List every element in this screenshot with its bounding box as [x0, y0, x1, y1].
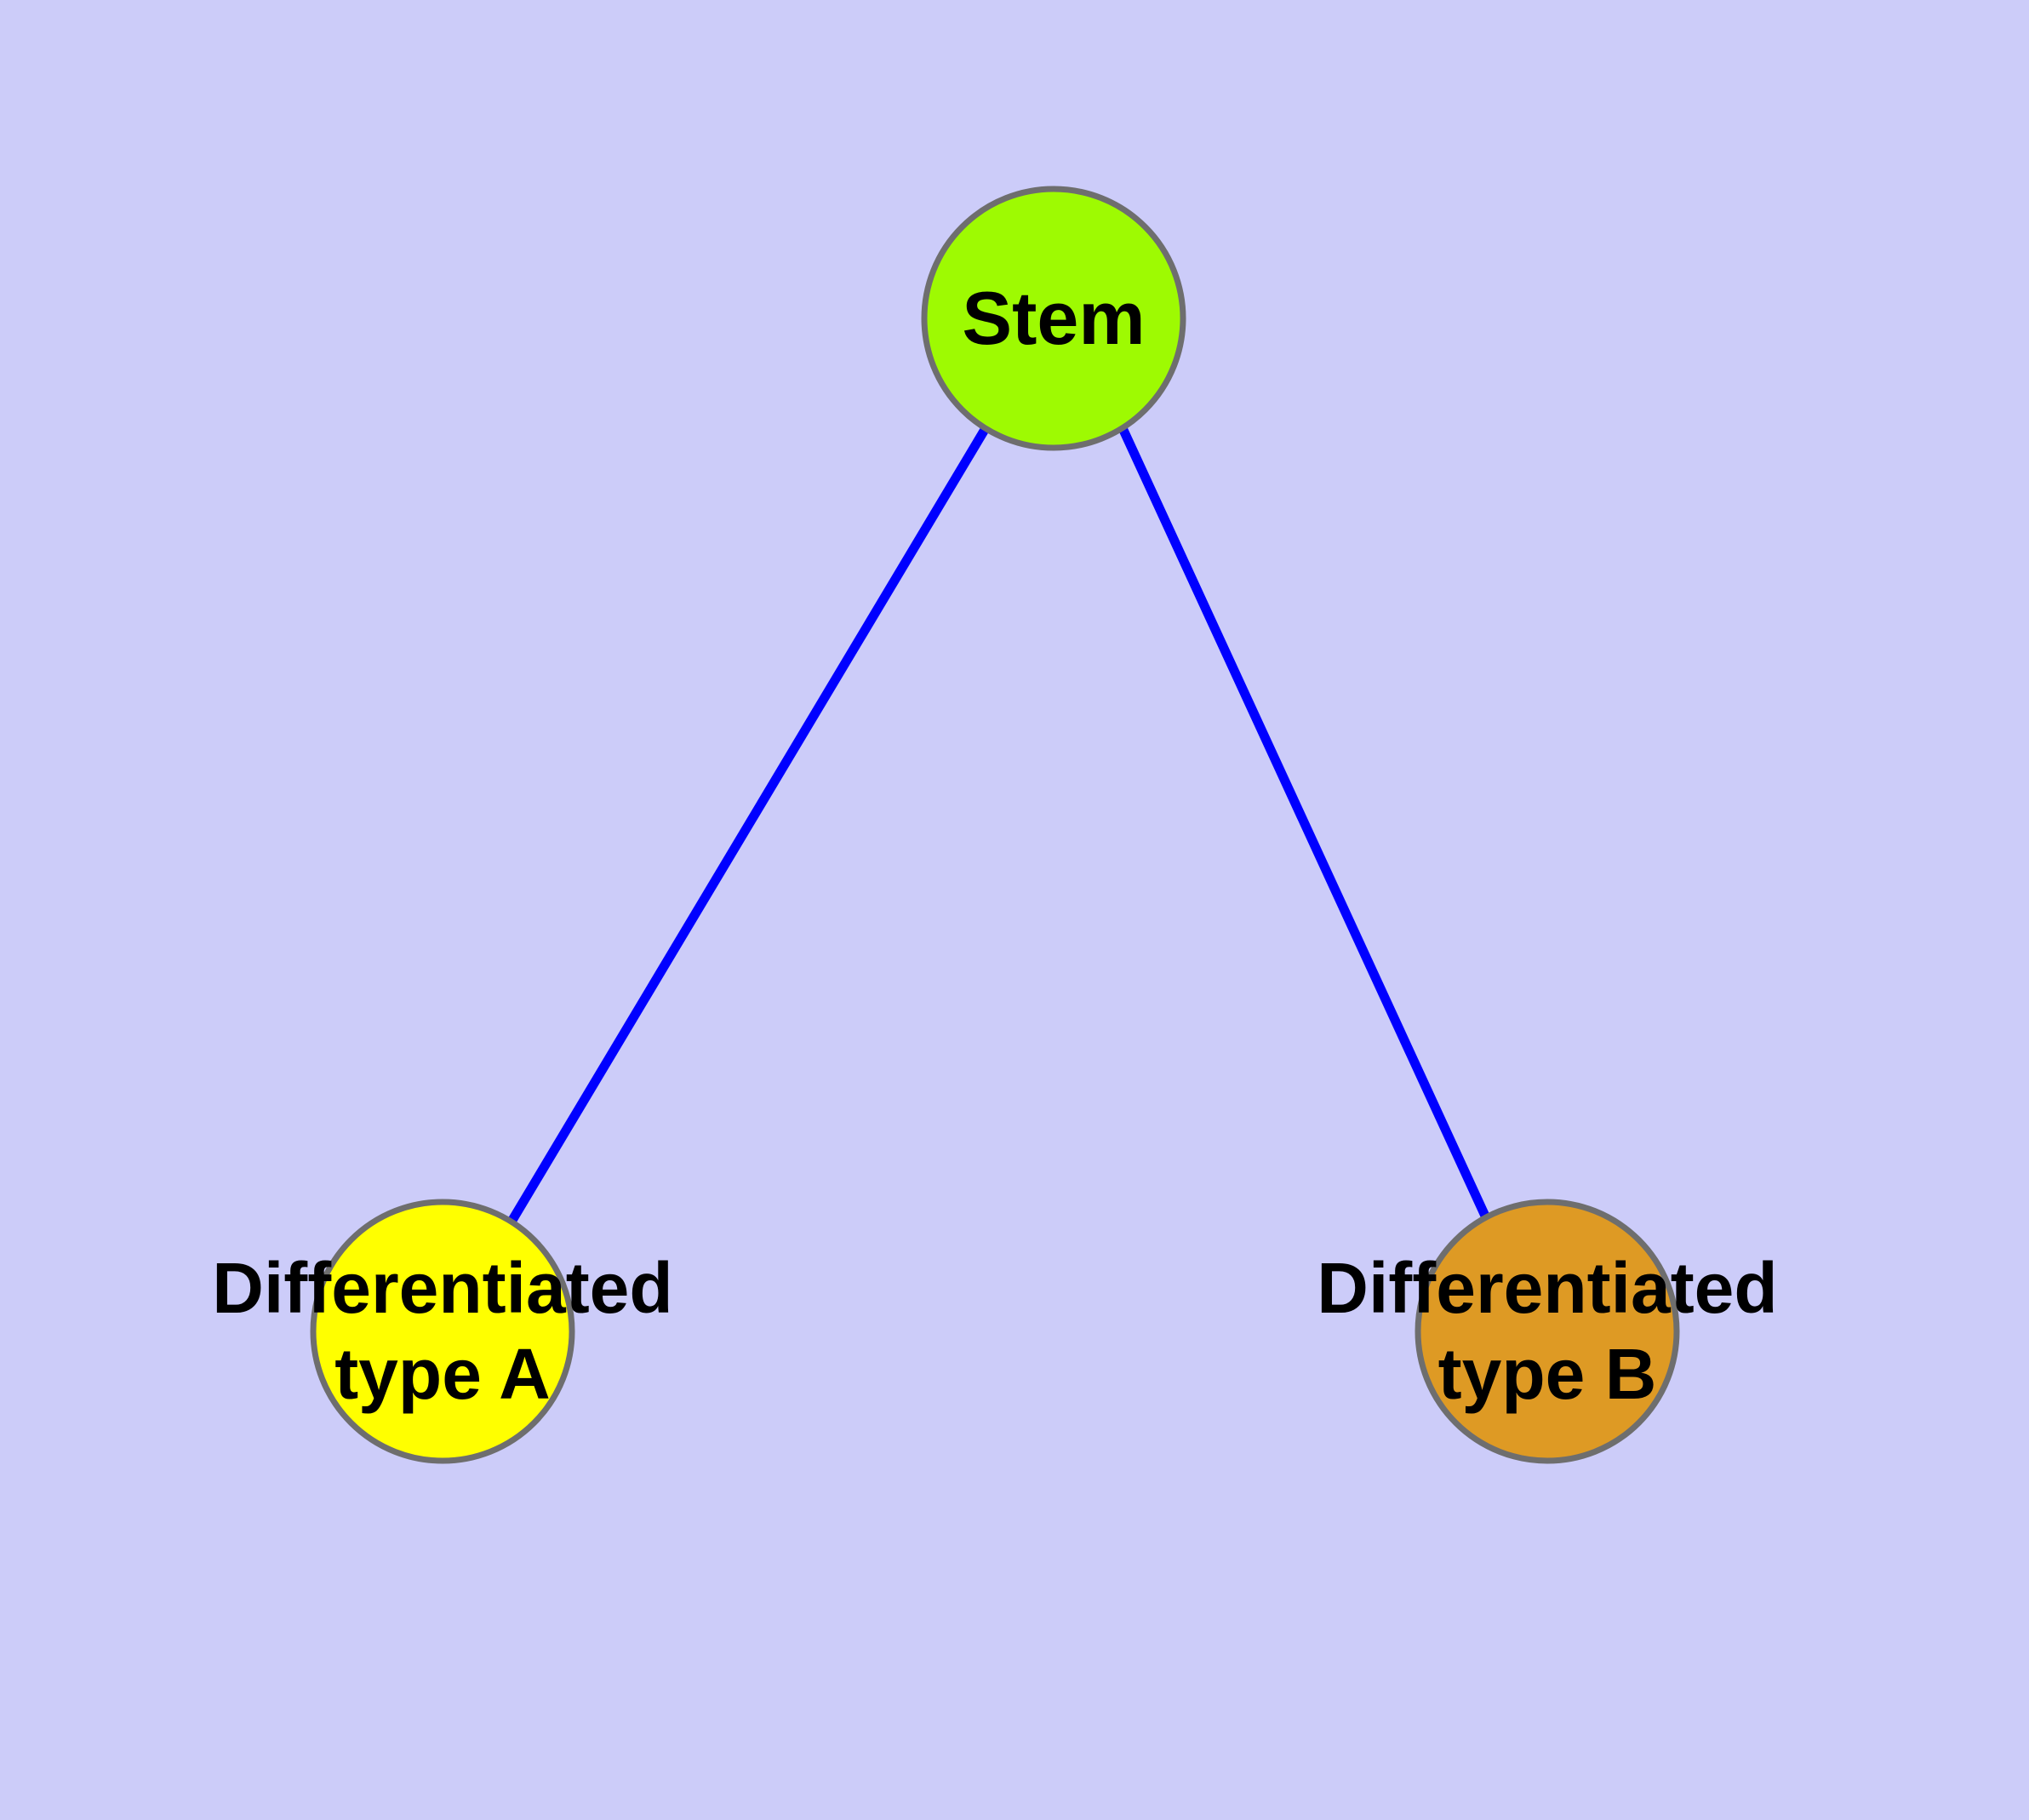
edge-layer [507, 426, 1493, 1226]
node-layer [310, 186, 1680, 1464]
stem-node[interactable] [921, 186, 1186, 451]
differentiated-type-a-node[interactable] [310, 1199, 575, 1464]
differentiated-type-b-node[interactable] [1415, 1199, 1680, 1464]
edge-stem-to-differentiated-type-a[interactable] [507, 426, 990, 1224]
edge-stem-to-differentiated-type-b[interactable] [1118, 426, 1493, 1226]
